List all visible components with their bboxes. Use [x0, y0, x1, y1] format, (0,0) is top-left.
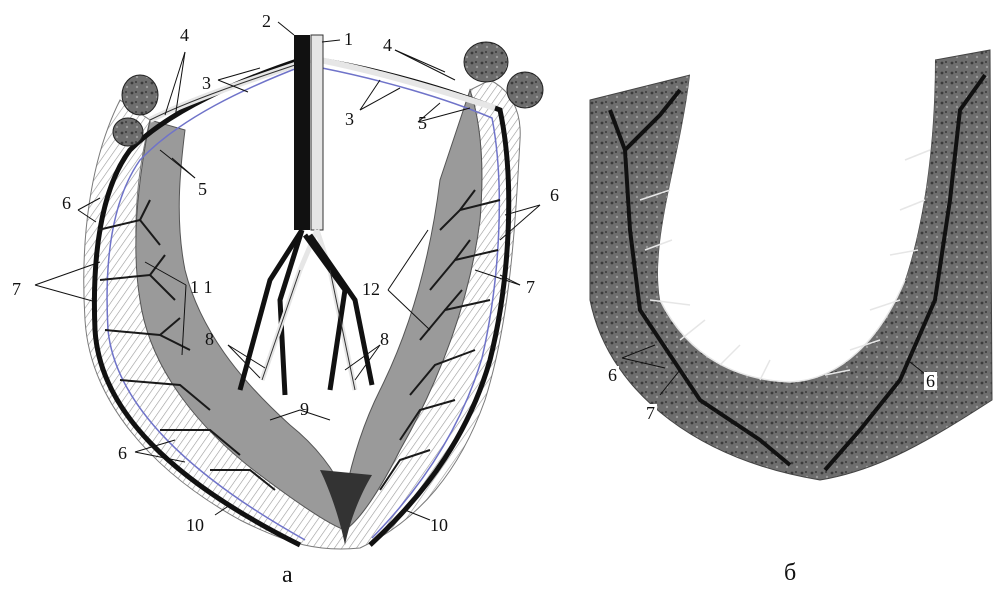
- label-6-lower-left: 6: [118, 444, 127, 462]
- caption-panel-b: б: [784, 560, 796, 587]
- caption-panel-a: а: [282, 562, 293, 589]
- panel-a-right-atrium-upper: [464, 42, 508, 82]
- label-11: 1 1: [190, 278, 213, 296]
- panel-a-bifurcations: [240, 230, 372, 395]
- label-6-upper-left: 6: [62, 194, 71, 212]
- label-9: 9: [300, 400, 309, 418]
- label-8-right: 8: [380, 330, 389, 348]
- panel-a-left-atrium-upper: [122, 75, 158, 115]
- label-5-left: 5: [198, 180, 207, 198]
- label-3-right: 3: [345, 110, 354, 128]
- label-2: 2: [262, 12, 271, 30]
- panel-a-light-trunk: [311, 35, 323, 230]
- panel-a-left-atrium-lower: [113, 118, 143, 146]
- label-8-left: 8: [205, 330, 214, 348]
- label-1: 1: [344, 30, 353, 48]
- label-b-6-left: 6: [606, 366, 619, 384]
- label-4-left: 4: [180, 26, 189, 44]
- label-7-left: 7: [12, 280, 21, 298]
- label-10-left: 10: [186, 516, 204, 534]
- label-3-left: 3: [202, 74, 211, 92]
- label-5-right: 5: [418, 114, 427, 132]
- panel-a-light-branch-left: [150, 60, 310, 120]
- panel-a-right-atrium-lower: [507, 72, 543, 108]
- label-6-upper-right: 6: [550, 186, 559, 204]
- panel-a-dark-trunk: [294, 35, 310, 230]
- panel-a-heart-section: [35, 22, 543, 549]
- label-12: 12: [362, 280, 380, 298]
- label-10-right: 10: [430, 516, 448, 534]
- label-b-6-right: 6: [924, 372, 937, 390]
- label-b-7: 7: [644, 404, 657, 422]
- label-4-right: 4: [383, 36, 392, 54]
- label-7-right: 7: [526, 278, 535, 296]
